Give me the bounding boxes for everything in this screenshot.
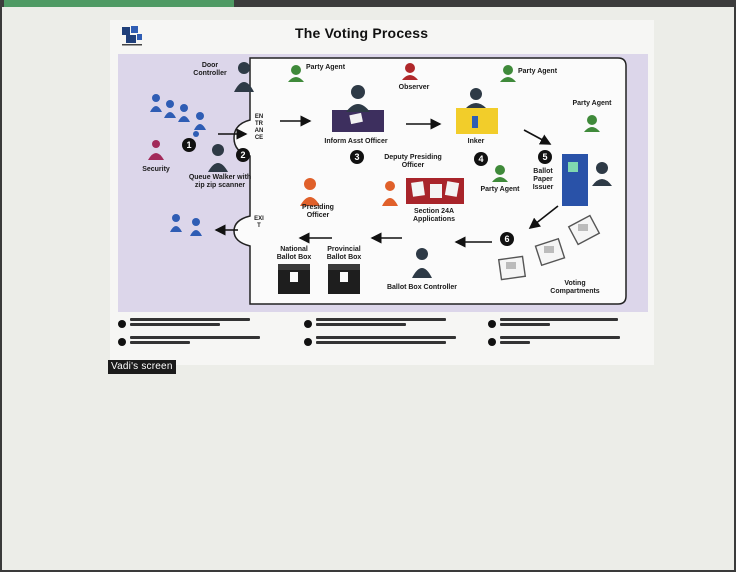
label-provincial-ballot-box: Provincial Ballot Box xyxy=(326,246,362,261)
screen-caption: Vadi's screen xyxy=(108,360,176,374)
queue-voters xyxy=(150,94,206,137)
label-presiding-officer: Presiding Officer xyxy=(302,204,334,219)
step-5: 5 xyxy=(538,150,552,164)
label-door-controller: Door Controller xyxy=(193,62,227,77)
party-agent-1 xyxy=(288,65,304,82)
green-tab xyxy=(4,0,234,7)
step-2: 2 xyxy=(236,148,250,162)
party-agent-4 xyxy=(492,165,508,182)
label-party-agent-3: Party Agent xyxy=(572,100,612,107)
label-inker: Inker xyxy=(467,138,485,145)
ballot-box-controller-person xyxy=(412,248,432,278)
arrow-to-step6 xyxy=(528,205,559,229)
legend-item-2 xyxy=(304,318,446,328)
step-3: 3 xyxy=(350,150,364,164)
party-agent-2 xyxy=(500,65,516,82)
label-exit: EXIT xyxy=(254,216,264,229)
exiting-voters xyxy=(170,214,202,236)
legend-item-3 xyxy=(488,318,618,328)
section-24a-desk xyxy=(382,178,464,206)
door-controller-person xyxy=(234,62,254,92)
voting-process-diagram: 1 2 3 4 5 6 Door Controller Party Agent … xyxy=(110,46,648,314)
label-ballot-paper-issuer: Ballot Paper Issuer xyxy=(532,168,554,191)
label-info-officer: Inform Asst Officer xyxy=(324,138,388,145)
label-security: Security xyxy=(142,166,170,173)
observer-person xyxy=(402,63,418,80)
security-person xyxy=(148,140,164,160)
label-section-24a: Section 24A Applications xyxy=(412,208,455,223)
provincial-ballot-box-icon xyxy=(328,264,360,294)
queue-walker-person xyxy=(208,144,228,172)
national-ballot-box-icon xyxy=(278,264,310,294)
voting-compartments-icon xyxy=(497,214,601,281)
presiding-officer-person xyxy=(300,178,320,206)
label-voting-compartments: Voting Compartments xyxy=(550,280,600,295)
logo-icon xyxy=(122,26,142,46)
legend-item-1 xyxy=(118,318,250,328)
step-6: 6 xyxy=(500,232,514,246)
label-observer: Observer xyxy=(398,84,430,91)
legend-item-5 xyxy=(304,336,456,346)
legend-item-4 xyxy=(118,336,260,346)
label-entrance: ENTRANCE xyxy=(254,114,264,141)
label-party-agent-1: Party Agent xyxy=(306,64,346,71)
legend xyxy=(110,316,650,356)
inker-desk xyxy=(456,88,498,134)
step-4: 4 xyxy=(474,152,488,166)
label-ballot-box-controller: Ballot Box Controller xyxy=(386,284,457,291)
step-1: 1 xyxy=(182,138,196,152)
ballot-issuer-desk xyxy=(562,154,612,206)
arrow-to-step5 xyxy=(523,129,552,145)
page-title: The Voting Process xyxy=(295,25,429,41)
label-national-ballot-box: National Ballot Box xyxy=(276,246,312,261)
top-bar xyxy=(0,0,736,7)
label-party-agent-4: Party Agent xyxy=(480,186,520,193)
legend-item-6 xyxy=(488,336,620,346)
label-party-agent-2: Party Agent xyxy=(518,68,558,75)
party-agent-3 xyxy=(584,115,600,132)
label-queue-walker: Queue Walker with zip zip scanner xyxy=(188,174,252,189)
label-deputy-presiding: Deputy Presiding Officer xyxy=(384,154,442,169)
info-officer-desk xyxy=(332,85,384,132)
